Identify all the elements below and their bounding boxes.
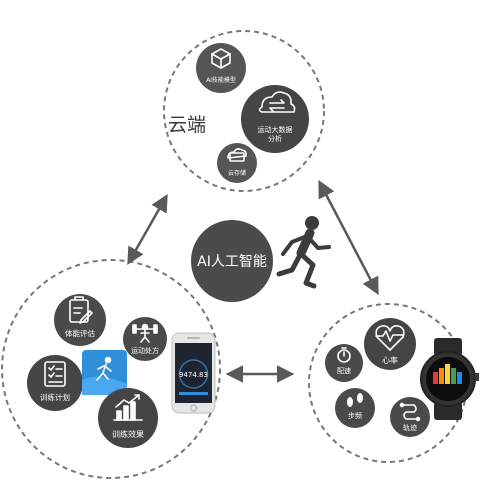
watch-node-track-label: 轨迹 xyxy=(403,423,417,432)
barbell-icon xyxy=(132,323,158,343)
watch-node-pace-label: 配速 xyxy=(337,367,351,375)
cloud-node-big-data xyxy=(241,85,309,153)
cloud-node-big-data-label-1: 运动大数据 xyxy=(258,125,293,134)
clipboard-edit-icon xyxy=(69,296,93,324)
runner-app-icon xyxy=(96,356,112,381)
watch-node-cadence xyxy=(335,388,375,428)
cloud-node-storage xyxy=(217,143,257,183)
app-node-assessment xyxy=(54,294,106,346)
route-icon xyxy=(399,402,421,422)
cloud-node-big-data-label-2: 分析 xyxy=(268,134,282,143)
phone-value: 9474.83 xyxy=(179,371,208,379)
center-ai-node xyxy=(191,220,273,302)
app-tile[interactable] xyxy=(82,350,127,395)
center-title: AI人工智能 xyxy=(197,254,267,270)
arrow-cloud-watch xyxy=(318,179,379,296)
watch-node-cadence-label: 步频 xyxy=(348,411,362,420)
cube-icon xyxy=(211,48,231,69)
cloud-title: 云端 xyxy=(168,114,206,136)
stopwatch-icon xyxy=(337,347,351,363)
smartwatch-icon xyxy=(420,338,479,420)
watch-node-heart-rate-label: 心率 xyxy=(382,355,398,365)
cloud-sync-icon xyxy=(258,91,296,113)
footprints-icon xyxy=(347,393,363,407)
app-node-plan xyxy=(27,355,83,411)
cloud-node-ai-model-label: AI技能模型 xyxy=(206,76,236,84)
cloud-storage-icon xyxy=(227,148,247,162)
app-group-ring xyxy=(1,259,221,479)
app-node-effect-label: 训练效果 xyxy=(112,429,144,439)
phone-device: 9474.83 xyxy=(171,332,216,414)
checklist-icon xyxy=(44,361,66,387)
cloud-node-storage-label: 云存储 xyxy=(228,169,246,177)
arrow-cloud-app xyxy=(127,193,168,266)
watch-node-track xyxy=(390,397,430,437)
bar-chart-up-icon xyxy=(113,394,143,421)
running-man-icon xyxy=(276,216,331,289)
cloud-group-ring xyxy=(163,30,325,192)
app-node-assessment-label: 体能评估 xyxy=(65,328,95,338)
heart-pulse-icon xyxy=(375,325,405,351)
app-node-prescription-label: 运动处方 xyxy=(131,346,159,355)
app-node-plan-label: 训练计划 xyxy=(40,392,70,402)
watch-node-pace xyxy=(325,344,363,382)
